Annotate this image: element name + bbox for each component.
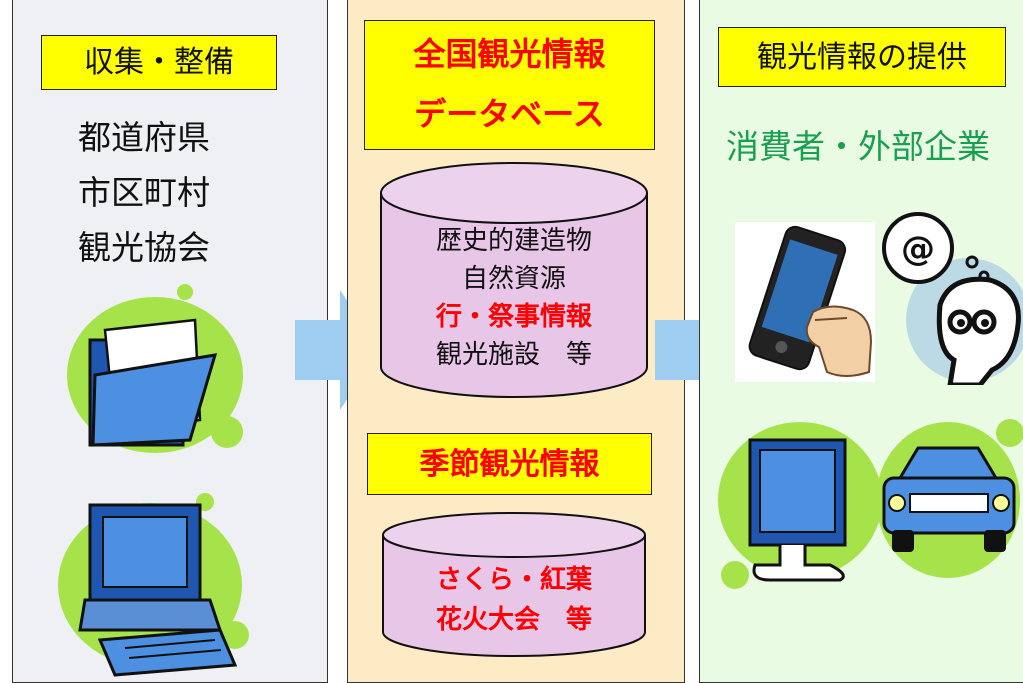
seasonal-database-items: さくら・紅葉 花火大会 等 <box>380 560 648 640</box>
smartphone-icon <box>735 222 875 382</box>
db-item-historic-buildings: 歴史的建造物 <box>435 226 592 256</box>
db-item-events: 行・祭事情報 <box>435 302 592 332</box>
national-database-cylinder <box>380 162 648 398</box>
source-list: 都道府県 市区町村 観光協会 <box>78 110 210 275</box>
seasonal-database-cylinder <box>382 512 646 657</box>
database-heading: 全国観光情報 データベース <box>364 20 655 150</box>
seasonal-heading: 季節観光情報 <box>367 433 652 495</box>
source-prefecture: 都道府県 <box>78 118 210 157</box>
source-tourism-association: 観光協会 <box>78 228 210 267</box>
db-item-natural-resources: 自然資源 <box>461 264 566 294</box>
distribution-heading: 観光情報の提供 <box>718 27 1006 87</box>
collection-heading: 収集・整備 <box>41 35 277 90</box>
audience-label: 消費者・外部企業 <box>726 127 990 166</box>
source-municipality: 市区町村 <box>78 173 210 212</box>
national-database-items: 歴史的建造物 自然資源 行・祭事情報 観光施設 等 <box>378 222 650 374</box>
db-item-tourist-facilities: 観光施設 等 <box>435 340 592 370</box>
email-user-icon: @ <box>882 212 1023 385</box>
car-icon <box>876 419 1023 578</box>
db-item-cherry-foliage: さくら・紅葉 <box>435 565 592 595</box>
computer-icon <box>58 493 249 677</box>
monitor-icon <box>718 422 882 589</box>
svg-text:@: @ <box>901 229 935 269</box>
folder-icon <box>67 284 243 453</box>
db-item-fireworks: 花火大会 等 <box>435 605 592 635</box>
